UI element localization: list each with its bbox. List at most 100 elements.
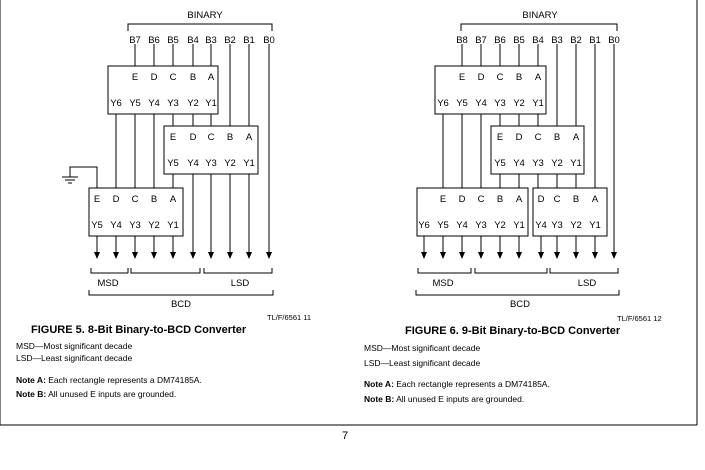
fig5-bit-label: B6 (148, 35, 160, 46)
fig6-ic3-input: E (440, 194, 446, 205)
fig5-ic2-input: C (208, 132, 215, 143)
fig5-ic2-output: Y4 (187, 158, 199, 169)
fig6-tl-code: TL/F/6561 12 (617, 314, 662, 323)
fig6-lsd-label: LSD (578, 278, 597, 289)
fig5-ic2-input: D (190, 132, 197, 143)
fig5-ic1-input: A (208, 72, 215, 83)
fig6-ic2-output: Y2 (551, 158, 563, 169)
fig5-ic3-input: B (151, 194, 157, 205)
fig6-ic4-output: Y1 (589, 220, 601, 231)
fig5-note-a-label: Note A: (16, 375, 46, 385)
fig6-ic4-input: A (592, 194, 599, 205)
fig5-ic2-input: B (227, 132, 233, 143)
fig5-note-b-label: Note B: (16, 389, 47, 399)
fig6-ic3-input: C (478, 194, 485, 205)
fig6-ic2-output: Y1 (570, 158, 582, 169)
fig5-bit-label: B4 (187, 35, 199, 46)
fig6-ic1-input: C (497, 72, 504, 83)
fig6-binary-label: BINARY (522, 10, 558, 21)
fig6-ic4-output: Y2 (570, 220, 582, 231)
fig6-ic2-input: D (516, 132, 523, 143)
fig5-bit-label: B2 (224, 35, 236, 46)
fig5-bcd-label: BCD (171, 299, 191, 310)
fig6-caption: FIGURE 6. 9-Bit Binary-to-BCD Converter (405, 325, 621, 337)
fig6-ic4-output: Y3 (551, 220, 563, 231)
fig5-ic3-input: A (170, 194, 177, 205)
fig6-note-b-label: Note B: (364, 394, 395, 404)
fig5-ic3-output: Y3 (129, 220, 141, 231)
fig6-ic3-input: B (497, 194, 503, 205)
fig6-ic2-input: B (554, 132, 560, 143)
fig5-note-a-text: Each rectangle represents a DM74185A. (45, 375, 202, 385)
fig6-ic2-output: Y5 (494, 158, 506, 169)
fig6-msd-note: MSD—Most significant decade (364, 343, 481, 353)
fig6-note-b: Note B: All unused E inputs are grounded… (364, 394, 524, 404)
fig5-ic3-output: Y4 (110, 220, 122, 231)
fig6-ic3-output: Y5 (437, 220, 449, 231)
fig5-ic1-output: Y1 (205, 98, 217, 109)
fig5-bit-label: B3 (205, 35, 217, 46)
fig5-binary-label: BINARY (187, 10, 223, 21)
fig6-bcd-label: BCD (510, 299, 530, 310)
fig5-ic3-input: E (94, 194, 100, 205)
fig6-msd-label: MSD (432, 278, 453, 289)
fig6-bit-label: B6 (494, 35, 506, 46)
fig6-note-b-text: All unused E inputs are grounded. (394, 394, 525, 404)
fig5-ic3-output: Y2 (148, 220, 160, 231)
fig5-msd-label: MSD (97, 278, 118, 289)
fig6-note-a: Note A: Each rectangle represents a DM74… (364, 379, 550, 389)
fig5-note-b: Note B: All unused E inputs are grounded… (16, 389, 176, 399)
fig6-bit-label: B5 (513, 35, 525, 46)
fig5-ic1-input: C (170, 72, 177, 83)
fig5-ic3-input: C (132, 194, 139, 205)
fig6-ic3-output: Y2 (494, 220, 506, 231)
fig6-ic4-input: C (554, 194, 561, 205)
fig6-bit-label: B3 (551, 35, 563, 46)
fig5-ic2-output: Y3 (205, 158, 217, 169)
fig5-msd-note: MSD—Most significant decade (16, 341, 133, 351)
fig5-ic1-output: Y4 (148, 98, 160, 109)
fig5-bit-label: B1 (243, 35, 255, 46)
fig6-bit-label: B0 (608, 35, 620, 46)
fig6-bit-label: B7 (475, 35, 487, 46)
fig5-ic2-input: E (170, 132, 176, 143)
fig6-ic1-output: Y6 (437, 98, 449, 109)
figure-5-arrows (94, 252, 272, 259)
fig5-bit-label: B0 (263, 35, 275, 46)
fig6-ic3-input: A (516, 194, 523, 205)
fig5-ic2-output: Y2 (224, 158, 236, 169)
fig6-ic2-input: E (497, 132, 503, 143)
fig5-ic1-input: B (190, 72, 196, 83)
fig5-caption: FIGURE 5. 8-Bit Binary-to-BCD Converter (31, 324, 247, 336)
fig6-ic1-input: E (459, 72, 465, 83)
fig6-lsd-note: LSD—Least significant decade (364, 358, 481, 368)
fig6-ic4-input: B (573, 194, 579, 205)
fig6-ic1-output: Y5 (456, 98, 468, 109)
fig6-bit-label: B4 (532, 35, 544, 46)
fig6-bit-label: B2 (570, 35, 582, 46)
fig5-ic1-output: Y5 (129, 98, 141, 109)
figure-5-diagram (62, 23, 274, 296)
fig5-tl-code: TL/F/6561 11 (267, 313, 312, 322)
fig6-ic3-output: Y6 (418, 220, 430, 231)
fig6-ic1-input: A (535, 72, 542, 83)
fig5-note-a: Note A: Each rectangle represents a DM74… (16, 375, 202, 385)
fig6-ic3-output: Y3 (475, 220, 487, 231)
fig6-ic4-output: Y4 (535, 220, 547, 231)
fig5-ic2-output: Y5 (167, 158, 179, 169)
fig5-note-b-text: All unused E inputs are grounded. (46, 389, 177, 399)
fig6-ic1-output: Y1 (532, 98, 544, 109)
fig5-ic1-output: Y3 (167, 98, 179, 109)
fig5-ic3-input: D (113, 194, 120, 205)
fig6-ic2-output: Y3 (532, 158, 544, 169)
fig6-ic1-output: Y4 (475, 98, 487, 109)
fig5-bit-label: B7 (129, 35, 141, 46)
fig6-ic3-input: D (459, 194, 466, 205)
fig5-ic2-output: Y1 (243, 158, 255, 169)
figure-6-arrows (421, 252, 617, 259)
fig5-bit-label: B5 (167, 35, 179, 46)
fig6-ic1-input: D (478, 72, 485, 83)
fig5-ic3-output: Y5 (91, 220, 103, 231)
fig5-ic1-output: Y6 (110, 98, 122, 109)
